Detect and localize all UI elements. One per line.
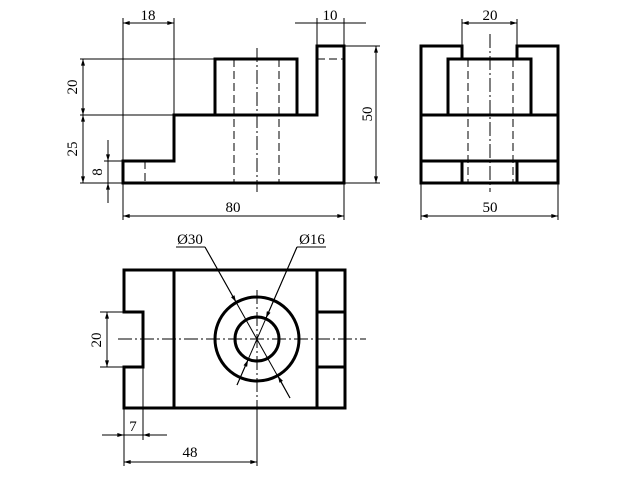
dim-10: 10 — [323, 8, 338, 24]
dim-20-top: 20 — [89, 333, 105, 348]
dim-20-front: 20 — [65, 80, 81, 95]
dim-48: 48 — [183, 445, 198, 461]
dim-diameter-16: Ø16 — [299, 232, 325, 248]
dim-50-front: 50 — [360, 107, 376, 122]
dim-50-side: 50 — [483, 200, 498, 216]
dim-8: 8 — [90, 168, 106, 176]
dim-80: 80 — [226, 200, 241, 216]
top-view: Ø30 Ø16 20 7 48 — [89, 232, 366, 466]
dim-18: 18 — [141, 8, 156, 24]
dim-25: 25 — [65, 142, 81, 157]
dim-diameter-30: Ø30 — [177, 232, 203, 248]
dim-20-side: 20 — [483, 8, 498, 24]
front-view: 18 10 20 25 8 50 80 — [65, 8, 380, 220]
side-view: 20 50 — [419, 8, 560, 220]
dim-7: 7 — [129, 419, 137, 435]
